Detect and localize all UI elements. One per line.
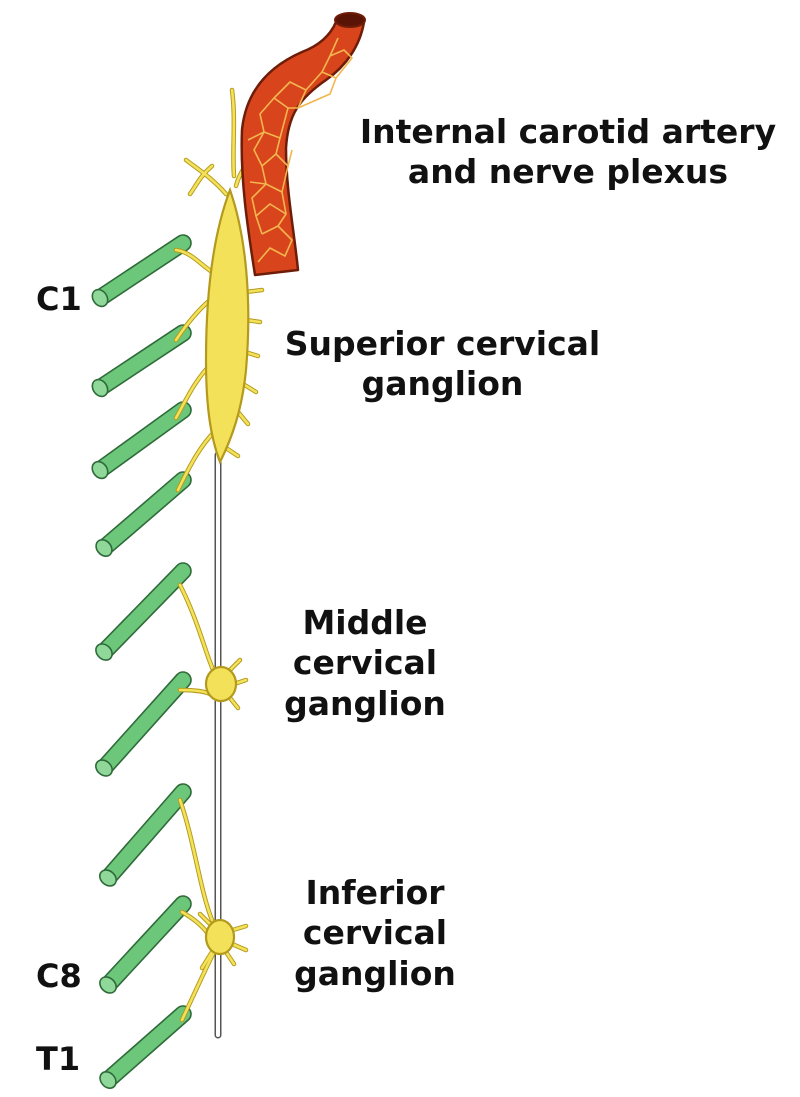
spinal-nerve-root-5 [97,562,192,659]
spinal-nerve-root-2 [94,324,192,396]
inferior-cervical-ganglion [204,918,236,956]
label-inferior-cervical-ganglion: Inferior cervical ganglion [285,873,465,994]
spinal-nerve-root-8 [100,895,192,992]
label-inferior-line-2: cervical [302,913,448,953]
spinal-nerve-root-7 [100,783,192,885]
spinal-nerve-root-cap-6 [95,759,113,777]
spinal-nerve-root-cap-3 [91,460,109,480]
label-middle-line-3: ganglion [284,683,446,723]
branch-22 [228,696,240,710]
spinal-nerve-root-cap-7 [99,869,117,887]
spinal-nerve-root-6 [96,671,192,775]
branch-9 [180,950,216,1022]
label-middle-cervical-ganglion: Middle cervical ganglion [270,603,460,724]
spinal-nerve-root-cap-8 [99,976,117,994]
label-middle-line-1: Middle [302,603,428,642]
branch-26 [200,950,214,970]
spinal-nerve-root-cap-4 [95,538,113,558]
branch-10 [184,158,228,196]
label-c1: C1 [36,280,82,318]
branch-5 [178,583,216,674]
branch-18 [236,410,250,426]
branch-4 [176,428,218,492]
label-superior-line-1: Superior cervical [284,324,601,363]
label-internal-carotid-artery: Internal carotid artery and nerve plexus [358,112,778,193]
spinal-nerve-root-3 [94,401,192,478]
branch-25 [224,950,236,966]
artery-lumen [334,12,366,28]
spinal-nerve-roots [91,234,192,1089]
branch-2 [174,298,212,342]
internal-carotid-artery [240,12,366,277]
label-superior-cervical-ganglion: Superior cervical ganglion [280,324,605,405]
spinal-nerve-root-cap-9 [99,1071,117,1089]
label-t1: T1 [36,1040,81,1078]
label-carotid-line-1: Internal carotid artery [359,112,777,151]
superior-cervical-ganglion [204,186,250,465]
artery-nerve-network [247,37,353,263]
spinal-nerve-root-4 [97,471,192,556]
label-inferior-line-3: ganglion [294,953,456,993]
middle-cervical-ganglion [204,665,238,703]
branch-11 [230,88,236,178]
label-c8: C8 [36,957,82,995]
spinal-nerve-root-cap-1 [91,288,109,308]
branch-19 [224,446,240,458]
label-carotid-line-2: and nerve plexus [407,152,729,192]
branch-21 [228,658,242,672]
spinal-nerve-root-9 [101,1005,192,1088]
branch-27 [198,912,212,926]
branch-1 [174,248,214,274]
branch-24 [230,942,248,952]
branch-23 [231,924,248,932]
label-superior-line-2: ganglion [361,364,524,404]
spinal-nerve-root-cap-2 [91,378,109,398]
spinal-nerve-root-cap-5 [95,643,113,661]
label-inferior-line-1: Inferior [305,873,445,912]
branch-13 [188,164,214,196]
branch-7 [178,798,214,922]
label-middle-line-2: cervical [292,643,438,683]
spinal-nerve-root-1 [94,234,192,306]
